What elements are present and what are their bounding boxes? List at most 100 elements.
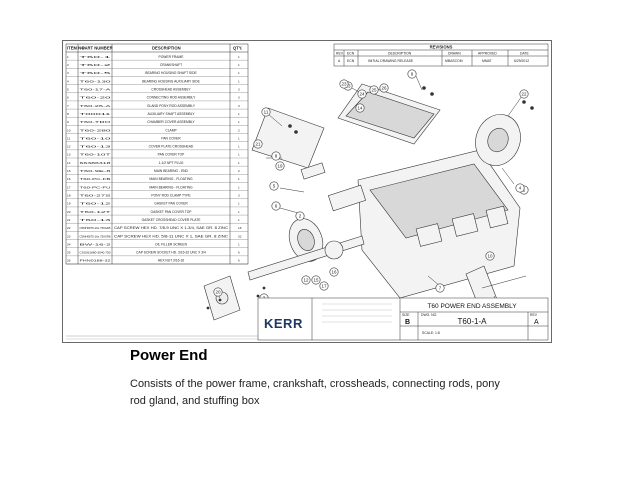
fasteners	[206, 86, 534, 310]
item-balloon-8	[271, 151, 281, 161]
parts-cell-item: 20	[67, 210, 71, 214]
item-balloon-20	[213, 287, 223, 297]
parts-cell-item: 6	[67, 96, 69, 100]
parts-cell-part-number: T60-12T	[80, 210, 111, 214]
rev-value-ecn: ECN	[347, 59, 355, 63]
parts-cell-qty: 6	[238, 259, 240, 263]
parts-cell-part-number: T60-27S	[80, 193, 111, 197]
parts-cell-part-number: T60-13	[80, 218, 112, 222]
item-balloon-7	[435, 283, 445, 293]
parts-cell-description: CONNECTING ROD ASSEMBLY	[147, 96, 196, 100]
item-balloon-label-8: 8	[275, 154, 278, 159]
item-balloon-label-24: 24	[359, 92, 365, 97]
item-balloon-label-17: 17	[321, 284, 327, 289]
parts-cell-description: PAN COVER TOP	[158, 153, 186, 157]
parts-cell-item: 24	[67, 242, 71, 246]
rev-header-ecn: ECN	[347, 52, 355, 56]
item-balloon-26	[379, 83, 389, 93]
parts-cell-qty: 3	[238, 193, 240, 197]
item-balloon-12	[301, 275, 311, 285]
parts-cell-item: 16	[67, 177, 71, 181]
parts-cell-description: BEARING HOUSING SHAFT SIDE	[145, 71, 197, 75]
parts-cell-part-number: 66386318	[80, 161, 112, 165]
item-balloon-19	[275, 161, 285, 171]
rev-value-rev: A	[338, 59, 341, 63]
parts-cell-description: GLAND PONY ROD ASSEMBLY	[147, 104, 196, 108]
parts-cell-qty: 3	[238, 96, 240, 100]
rev-value-description: INITIAL DRAWING RELEASE	[368, 59, 414, 63]
parts-cell-item: 21	[67, 218, 71, 222]
parts-cell-qty: 1	[238, 218, 240, 222]
parts-cell-part-number: T60-PC-FU	[80, 185, 111, 189]
parts-cell-item: 22	[67, 226, 71, 230]
rev-value-approved: MMAT	[482, 59, 492, 63]
size-value: B	[405, 319, 410, 326]
parts-cell-qty: 1	[238, 120, 240, 124]
parts-cell-description: CRANKSHAFT	[160, 63, 182, 67]
parts-cell-item: 12	[67, 145, 71, 149]
parts-cell-qty: 1	[238, 55, 240, 59]
parts-cell-description: GASKET PAN COVER	[154, 202, 188, 206]
item-balloon-4	[515, 183, 525, 193]
parts-cell-part-number: C5MH0875-16x.750GR5	[80, 226, 111, 230]
item-balloon-17	[319, 281, 329, 291]
dwg-no-label: DWG. NO.	[421, 313, 437, 317]
parts-cell-description: MAIN BEARING - FLOATING	[149, 185, 193, 189]
item-balloon-label-5: 5	[273, 184, 276, 189]
parts-cell-description: CROSSHEAD ASSEMBLY	[151, 87, 191, 91]
parts-cell-item: 25	[67, 251, 71, 255]
frame-window-1	[415, 223, 443, 247]
item-balloon-label-23: 23	[341, 82, 347, 87]
item-balloon-label-2: 2	[299, 214, 302, 219]
parts-cell-qty: 1	[238, 112, 240, 116]
parts-cell-part-number: T60-17-A	[80, 87, 113, 91]
parts-cell-part-number: T60-130	[80, 79, 112, 83]
parts-cell-description: COVER PLATE CROSSHEAD	[149, 145, 194, 149]
parts-cell-part-number: T60-20	[80, 96, 112, 100]
pony-rod-part	[300, 162, 326, 180]
parts-cell-part-number: FHN0188-32	[80, 259, 111, 263]
parts-cell-description: CHAMBER COVER ASSEMBLY	[147, 120, 195, 124]
parts-cell-part-number: T60-12	[80, 202, 112, 206]
parts-cell-qty: 16	[238, 226, 242, 230]
parts-cell-qty: 1	[238, 153, 240, 157]
frame-window-2	[451, 213, 479, 237]
rev-header-description: DESCRIPTION	[388, 52, 412, 56]
item-balloon-label-22: 22	[521, 92, 527, 97]
parts-cell-qty: 1	[238, 63, 240, 67]
parts-cell-part-number: T60-13	[80, 145, 112, 149]
parts-cell-part-number: T60-26-A	[80, 104, 113, 108]
parts-cell-qty: 1	[238, 71, 240, 75]
parts-cell-qty: 6	[238, 251, 240, 255]
parts-cell-item: 4	[67, 79, 69, 83]
main-bearing-bore	[297, 229, 315, 251]
parts-cell-part-number: T60-2	[80, 63, 112, 67]
item-balloon-2	[295, 211, 305, 221]
item-balloon-label-16: 16	[331, 270, 337, 275]
item-balloon-label-6: 6	[275, 204, 278, 209]
item-balloon-label-13: 13	[345, 84, 351, 89]
revisions-title: REVISIONS	[430, 45, 453, 50]
parts-header-item: ITEM NO.	[67, 46, 86, 51]
parts-cell-item: 7	[67, 104, 69, 108]
parts-cell-part-number: T60-9E-8	[80, 169, 112, 173]
parts-cell-part-number: BW-16-2	[80, 242, 112, 246]
parts-cell-description: 1-1/2 NPT PLUG	[159, 161, 184, 165]
parts-cell-qty: 1	[238, 136, 240, 140]
pony-rod-line	[481, 275, 527, 289]
parts-cell-part-number: T60-TRO	[80, 120, 112, 124]
exploded-view	[203, 75, 534, 321]
parts-cell-description: GASKET PAN COVER TOP	[151, 210, 193, 214]
parts-cell-item: 13	[67, 153, 71, 157]
rev-value-drawn: MBASCOM	[445, 59, 463, 63]
bearing-housing-aux-bore	[487, 127, 509, 153]
chamber-cover-inner	[345, 91, 435, 139]
crankshaft-throw	[324, 240, 344, 260]
parts-cell-part-number: T00011	[80, 112, 112, 116]
parts-cell-item: 3	[67, 71, 69, 75]
parts-cell-part-number: T60-PC-FB	[80, 177, 111, 181]
parts-cell-description: CAP SCREW HEX HD. 7/8-9 UNC X 1-3/4, SAE…	[114, 226, 229, 230]
parts-cell-item: 19	[67, 202, 71, 206]
